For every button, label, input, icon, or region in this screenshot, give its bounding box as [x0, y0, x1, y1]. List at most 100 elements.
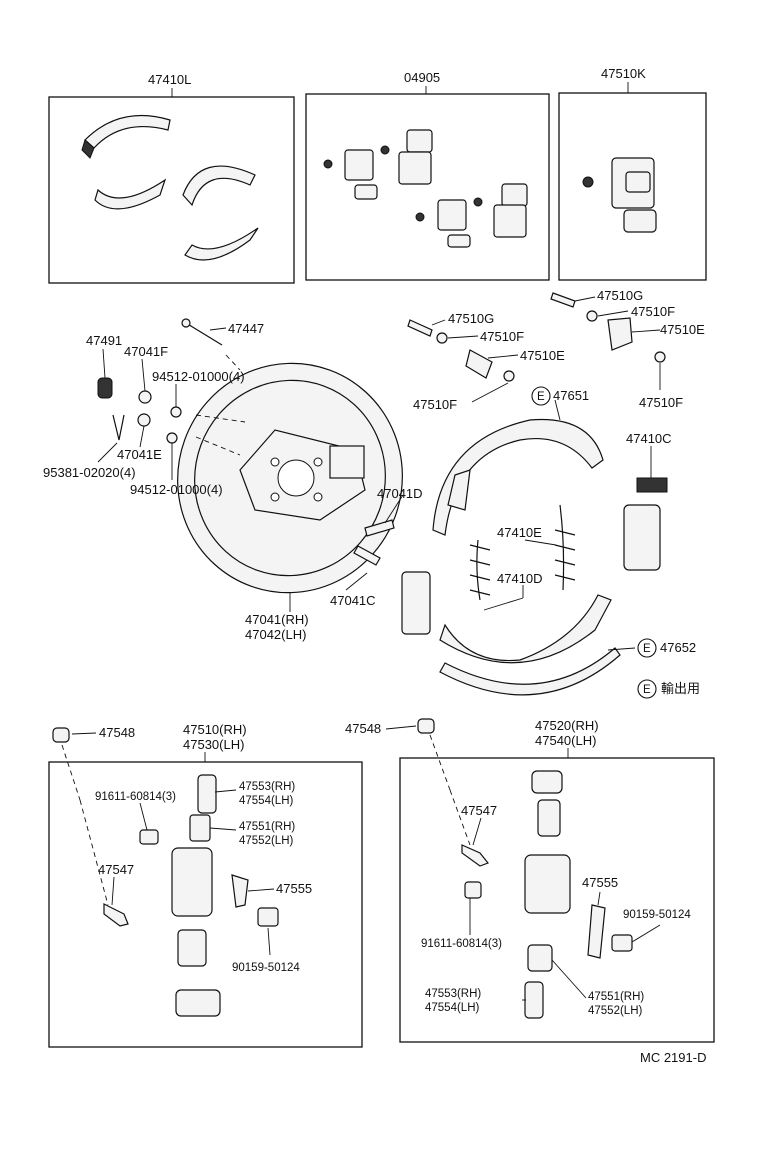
label-47410L: 47410L [148, 72, 191, 87]
label-47548-left: 47548 [99, 725, 135, 740]
plunger-right [537, 799, 561, 837]
bolt-90159-left [257, 907, 279, 927]
label-47552-left-lh: 47552(LH) [239, 835, 294, 847]
bolt-47553-left [197, 774, 217, 814]
label-95381: 95381-02020(4) [43, 465, 136, 480]
label-47555-left: 47555 [276, 881, 312, 896]
bolt-90159-right [611, 934, 633, 952]
cylinder-mount [329, 445, 365, 479]
kit-04905: 04905 [305, 70, 550, 281]
label-91611-left: 91611-60814(3) [95, 791, 176, 803]
label-left-cylinder-lh: 47530(LH) [183, 737, 244, 752]
lining-47652 [439, 647, 621, 696]
export-note: 輸出用 [661, 681, 700, 696]
piston-47551-right [527, 944, 553, 972]
cylinder-body-right [524, 854, 571, 914]
label-47510K: 47510K [601, 66, 646, 81]
kit-box [399, 757, 715, 1043]
export-mark-letter: E [643, 684, 651, 696]
label-47447: 47447 [228, 321, 264, 336]
label-47547-left: 47547 [98, 862, 134, 877]
footer-code: MC 2191-D [640, 1050, 706, 1065]
label-47510E-a: 47510E [520, 348, 565, 363]
label-47554-left-lh: 47554(LH) [239, 795, 294, 807]
label-47041F: 47041F [124, 344, 168, 359]
bolt-47041D [364, 519, 395, 537]
washer-47510F-d [654, 351, 666, 363]
label-47410D: 47410D [497, 571, 543, 586]
label-plate-rh: 47041(RH) [245, 612, 309, 627]
kit-47510K: 47510K [558, 66, 707, 281]
label-47551-left-rh: 47551(RH) [239, 821, 295, 833]
cylinder-box-left [48, 727, 363, 1048]
washer-47510F-b [503, 370, 515, 382]
cylinder-box-right [385, 718, 715, 1043]
bracket-47510E-a [465, 349, 493, 379]
label-47553-left-rh: 47553(RH) [239, 781, 295, 793]
bleeder-47547-left [103, 903, 129, 927]
spring-47410D [469, 539, 491, 601]
cap-47548-right [417, 718, 435, 734]
label-47041D: 47041D [377, 486, 423, 501]
label-90159-left: 90159-50124 [232, 962, 300, 974]
wheel-cylinder-47410C [623, 504, 661, 571]
washer-94512b [166, 432, 178, 444]
brake-shoe-d [184, 227, 259, 261]
washer-47510F-a [436, 332, 448, 344]
label-47510F-b: 47510F [413, 397, 457, 412]
label-47551-right-rh: 47551(RH) [588, 991, 644, 1003]
bolt-47041C [353, 545, 381, 566]
bolt-91611-right [464, 881, 482, 899]
label-90159-right: 90159-50124 [623, 909, 691, 921]
clip-47555-right [587, 904, 606, 959]
part-47491 [97, 377, 113, 399]
label-47041E: 47041E [117, 447, 162, 462]
kit-47410L: 47410L [48, 72, 295, 284]
label-47548-right: 47548 [345, 721, 381, 736]
piston-47551-left [189, 814, 211, 842]
label-47554-right-lh: 47554(LH) [425, 1002, 480, 1014]
boot-left [175, 989, 221, 1017]
bolt-47510G-b [550, 292, 576, 308]
brake-shoe-assembly [401, 418, 668, 696]
label-47510F-a: 47510F [480, 329, 524, 344]
boot-right [531, 770, 563, 794]
label-right-cylinder-lh: 47540(LH) [535, 733, 596, 748]
label-47553-right-rh: 47553(RH) [425, 988, 481, 1000]
label-47041C: 47041C [330, 593, 376, 608]
label-47491: 47491 [86, 333, 122, 348]
washer-94512a [170, 406, 182, 418]
cylinder-body-left [171, 847, 213, 917]
label-left-cylinder-rh: 47510(RH) [183, 722, 247, 737]
label-47651: 47651 [553, 388, 589, 403]
label-47552-right-lh: 47552(LH) [588, 1005, 643, 1017]
label-04905: 04905 [404, 70, 440, 85]
pin-47447 [185, 322, 223, 346]
nut-47041E [137, 413, 151, 427]
label-47555-right: 47555 [582, 875, 618, 890]
cap-47548-left [52, 727, 70, 743]
shoe-upper [432, 418, 604, 536]
label-47410E: 47410E [497, 525, 542, 540]
label-47510E-b: 47510E [660, 322, 705, 337]
label-47510F-c: 47510F [631, 304, 675, 319]
label-plate-lh: 47042(LH) [245, 627, 306, 642]
axle-hole [277, 459, 315, 497]
kit-box [558, 92, 707, 281]
label-47410C: 47410C [626, 431, 672, 446]
spring-47410E [554, 504, 576, 591]
shoe-lower [439, 594, 612, 664]
label-47652: 47652 [660, 640, 696, 655]
label-47547-right: 47547 [461, 803, 497, 818]
washer-47510F-c [586, 310, 598, 322]
clip-47410C [636, 477, 668, 493]
label-94512-b: 94512-01000(4) [130, 482, 223, 497]
bolt-91611-left [139, 829, 159, 845]
backing-plate [177, 354, 403, 594]
bolt-47510G-a [407, 319, 433, 337]
kit-box [305, 93, 550, 281]
label-94512-a: 94512-01000(4) [152, 369, 245, 384]
export-mark-circle [637, 638, 657, 658]
clip-47555-left [231, 874, 249, 908]
